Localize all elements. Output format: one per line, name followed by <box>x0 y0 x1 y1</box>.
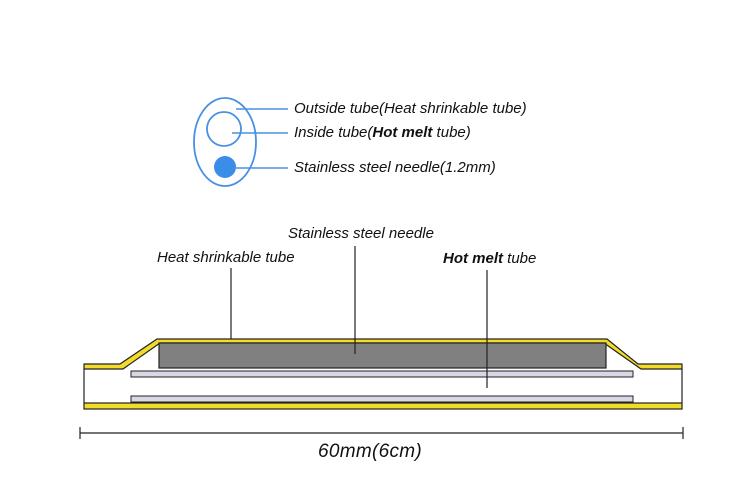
needle-body <box>158 342 607 369</box>
hot-melt-bold: Hot melt <box>443 250 503 267</box>
hot-melt-lower <box>130 395 634 403</box>
dimension-label: 60mm(6cm) <box>318 441 423 462</box>
needle-label: Stainless steel needle <box>288 225 434 242</box>
legend-needle-label: Stainless steel needle(1.2mm) <box>294 159 496 176</box>
inside-tube-bold: Hot melt <box>372 124 433 141</box>
heat-shrink-bottom <box>83 402 683 410</box>
hot-melt-upper <box>130 370 634 378</box>
heat-shrink-label: Heat shrinkable tube <box>157 249 295 266</box>
needle-dot <box>214 156 236 178</box>
legend-inside-tube-label: Inside tube(Hot melt tube) <box>294 124 471 142</box>
hot-melt-suffix: tube <box>503 250 537 267</box>
inside-tube-circle <box>206 111 242 147</box>
legend-outside-tube-label: Outside tube(Heat shrinkable tube) <box>294 100 527 117</box>
hot-melt-label: Hot melt tube <box>443 250 536 268</box>
dimension-line <box>79 427 684 439</box>
inside-tube-prefix: Inside tube( <box>294 124 373 141</box>
inside-tube-suffix: tube) <box>432 124 471 141</box>
longitudinal-section <box>83 246 683 410</box>
outside-tube-ellipse <box>193 97 257 187</box>
tube-cross-section-icon <box>193 97 288 187</box>
